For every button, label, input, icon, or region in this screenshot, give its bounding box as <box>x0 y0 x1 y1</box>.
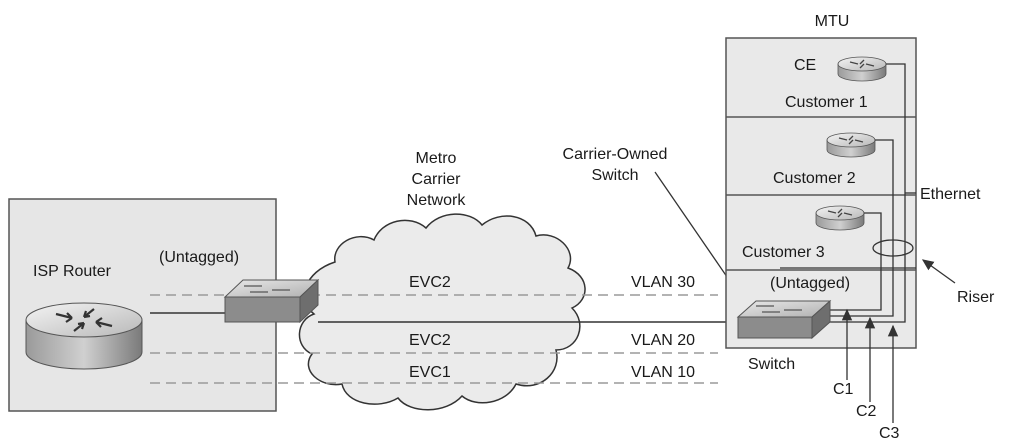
evc-mid-label: EVC2 <box>409 332 451 349</box>
customer-1-label: Customer 1 <box>785 94 868 111</box>
isp-router-icon <box>25 302 143 370</box>
ce-label: CE <box>794 57 816 74</box>
mtu-label: MTU <box>815 13 850 30</box>
riser-pointer <box>921 259 956 284</box>
mtu-box <box>725 37 917 349</box>
carrier-switch-icon <box>736 299 832 340</box>
riser-cable-c2 <box>822 139 894 317</box>
switch-label: Switch <box>748 356 795 373</box>
c3-label: C3 <box>879 425 900 441</box>
cloud-label-line-2: Carrier <box>412 171 462 188</box>
c1-label: C1 <box>833 381 854 398</box>
cloud-label-line-3: Network <box>407 192 467 209</box>
cloud-label-line-1: Metro <box>416 150 457 167</box>
ce-router-icon-3 <box>815 205 865 231</box>
ethernet-label: Ethernet <box>920 186 981 203</box>
evc-top-label: EVC2 <box>409 274 451 291</box>
customer-2-label: Customer 2 <box>773 170 856 187</box>
riser-label: Riser <box>957 289 995 306</box>
c2-label: C2 <box>856 403 877 420</box>
customer-3-label: Customer 3 <box>742 244 825 261</box>
carrier-switch-label-line-1: Carrier-Owned <box>563 146 668 163</box>
untagged-left-label: (Untagged) <box>159 249 239 266</box>
vlan-30-label: VLAN 30 <box>631 274 695 291</box>
riser-ellipse <box>872 239 914 257</box>
isp-router-label: ISP Router <box>33 263 112 280</box>
metro-cloud <box>298 213 586 411</box>
evc-bottom-label: EVC1 <box>409 364 451 381</box>
left-switch-icon <box>223 278 320 324</box>
vlan-10-label: VLAN 10 <box>631 364 695 381</box>
carrier-switch-label-line-2: Switch <box>591 167 638 184</box>
ce-router-icon-1 <box>837 56 887 82</box>
vlan-20-label: VLAN 20 <box>631 332 695 349</box>
untagged-right-label: (Untagged) <box>770 275 850 292</box>
ce-router-icon-2 <box>826 132 876 158</box>
